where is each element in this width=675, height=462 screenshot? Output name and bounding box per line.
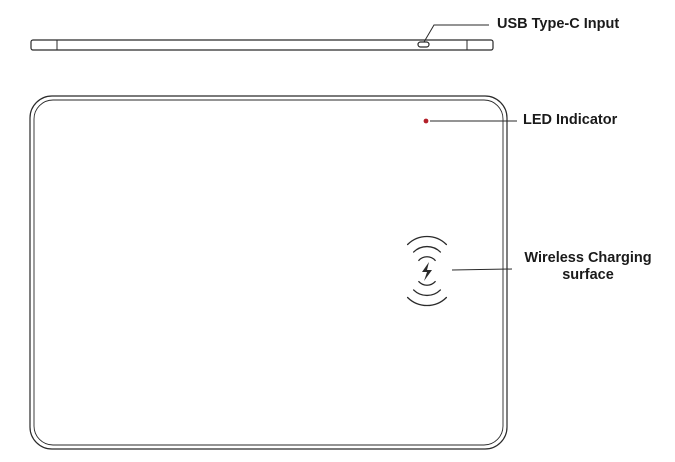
side-profile xyxy=(30,39,494,51)
led-indicator-label: LED Indicator xyxy=(523,112,618,128)
wireless-label-line1: Wireless Charging xyxy=(524,250,652,266)
pad-outer-outline xyxy=(29,95,508,450)
usb-type-c-label: USB Type-C Input xyxy=(497,16,620,32)
wireless-charging-label: Wireless Charging surface xyxy=(508,250,668,284)
top-view xyxy=(29,95,508,450)
wireless-leader-line xyxy=(451,268,513,271)
wireless-label-line2: surface xyxy=(562,267,614,283)
radio-waves-icon xyxy=(406,235,448,307)
usb-c-port xyxy=(417,41,430,48)
usb-leader-line xyxy=(423,24,489,43)
side-view xyxy=(30,39,494,51)
lightning-bolt-icon xyxy=(422,262,432,281)
pad-inner-outline xyxy=(33,99,504,446)
led-dot xyxy=(423,118,429,124)
